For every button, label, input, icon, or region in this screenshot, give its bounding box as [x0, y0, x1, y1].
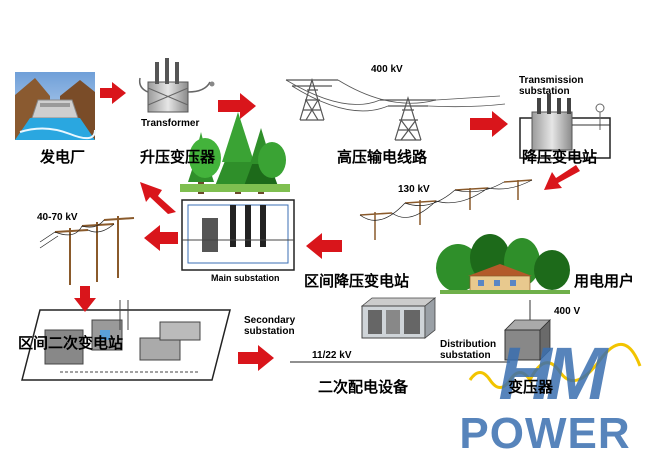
label-regional-step-down: 区间降压变电站	[304, 272, 410, 290]
label-hv-line: 高压输电线路	[337, 148, 428, 166]
label-transformer-en: Transformer	[141, 118, 200, 129]
label-400v: 400 V	[554, 306, 581, 317]
transmission-substation-icon	[519, 94, 611, 159]
arrow-poles-down	[74, 286, 96, 312]
arrow-main-to-plant	[140, 182, 176, 214]
arrow-hvline-to-substation	[470, 111, 508, 137]
mv-130kv-poles	[359, 179, 533, 240]
arrow-130kv-to-main	[306, 233, 342, 259]
label-40-70kv: 40-70 kV	[37, 212, 78, 223]
flow-arrows	[74, 82, 580, 371]
logo-wave-icon	[468, 342, 642, 389]
arrow-main-to-poles	[144, 225, 178, 251]
label-secondary-substation-en: Secondary substation	[244, 315, 296, 337]
label-secondary-substation-cn: 区间二次变电站	[18, 334, 124, 352]
label-step-down-substation: 降压变电站	[522, 148, 598, 166]
logo-power: POWER	[459, 409, 631, 458]
label-11-22kv: 11/22 kV	[312, 350, 352, 361]
consumer-houses-icon	[436, 234, 570, 294]
arrow-stepup-to-hvline	[218, 93, 256, 119]
distribution-transformer-icon	[504, 300, 551, 361]
label-main-substation: Main substation	[211, 273, 280, 283]
power-plant-icon	[15, 72, 96, 140]
label-transmission-substation: Transmission substation	[519, 75, 584, 97]
label-distribution-substation: Distribution substation	[440, 339, 497, 361]
label-distribution-equipment: 二次配电设备	[318, 378, 409, 396]
arrow-substation-to-130kv	[544, 165, 580, 190]
hv-transmission-towers	[285, 77, 506, 141]
label-130kv: 130 kV	[398, 184, 430, 195]
label-step-up-transformer: 升压变压器	[140, 148, 216, 166]
main-substation-icon	[181, 199, 295, 271]
arrow-secondary-to-cabinet	[238, 345, 274, 371]
upper-forest-icon	[180, 112, 290, 194]
label-transformer-cn: 变压器	[508, 378, 554, 396]
distribution-cabinet-icon	[360, 297, 437, 339]
arrow-plant-to-stepup	[100, 82, 126, 104]
step-up-transformer-icon	[138, 58, 215, 113]
secondary-substation-icon	[21, 300, 231, 381]
label-consumer: 用电用户	[574, 272, 635, 290]
label-power-plant: 发电厂	[40, 148, 86, 166]
label-400kv-top: 400 kV	[371, 64, 403, 75]
subtransmission-40-70kv-poles	[39, 216, 135, 285]
logo-hm: HM	[498, 332, 607, 415]
